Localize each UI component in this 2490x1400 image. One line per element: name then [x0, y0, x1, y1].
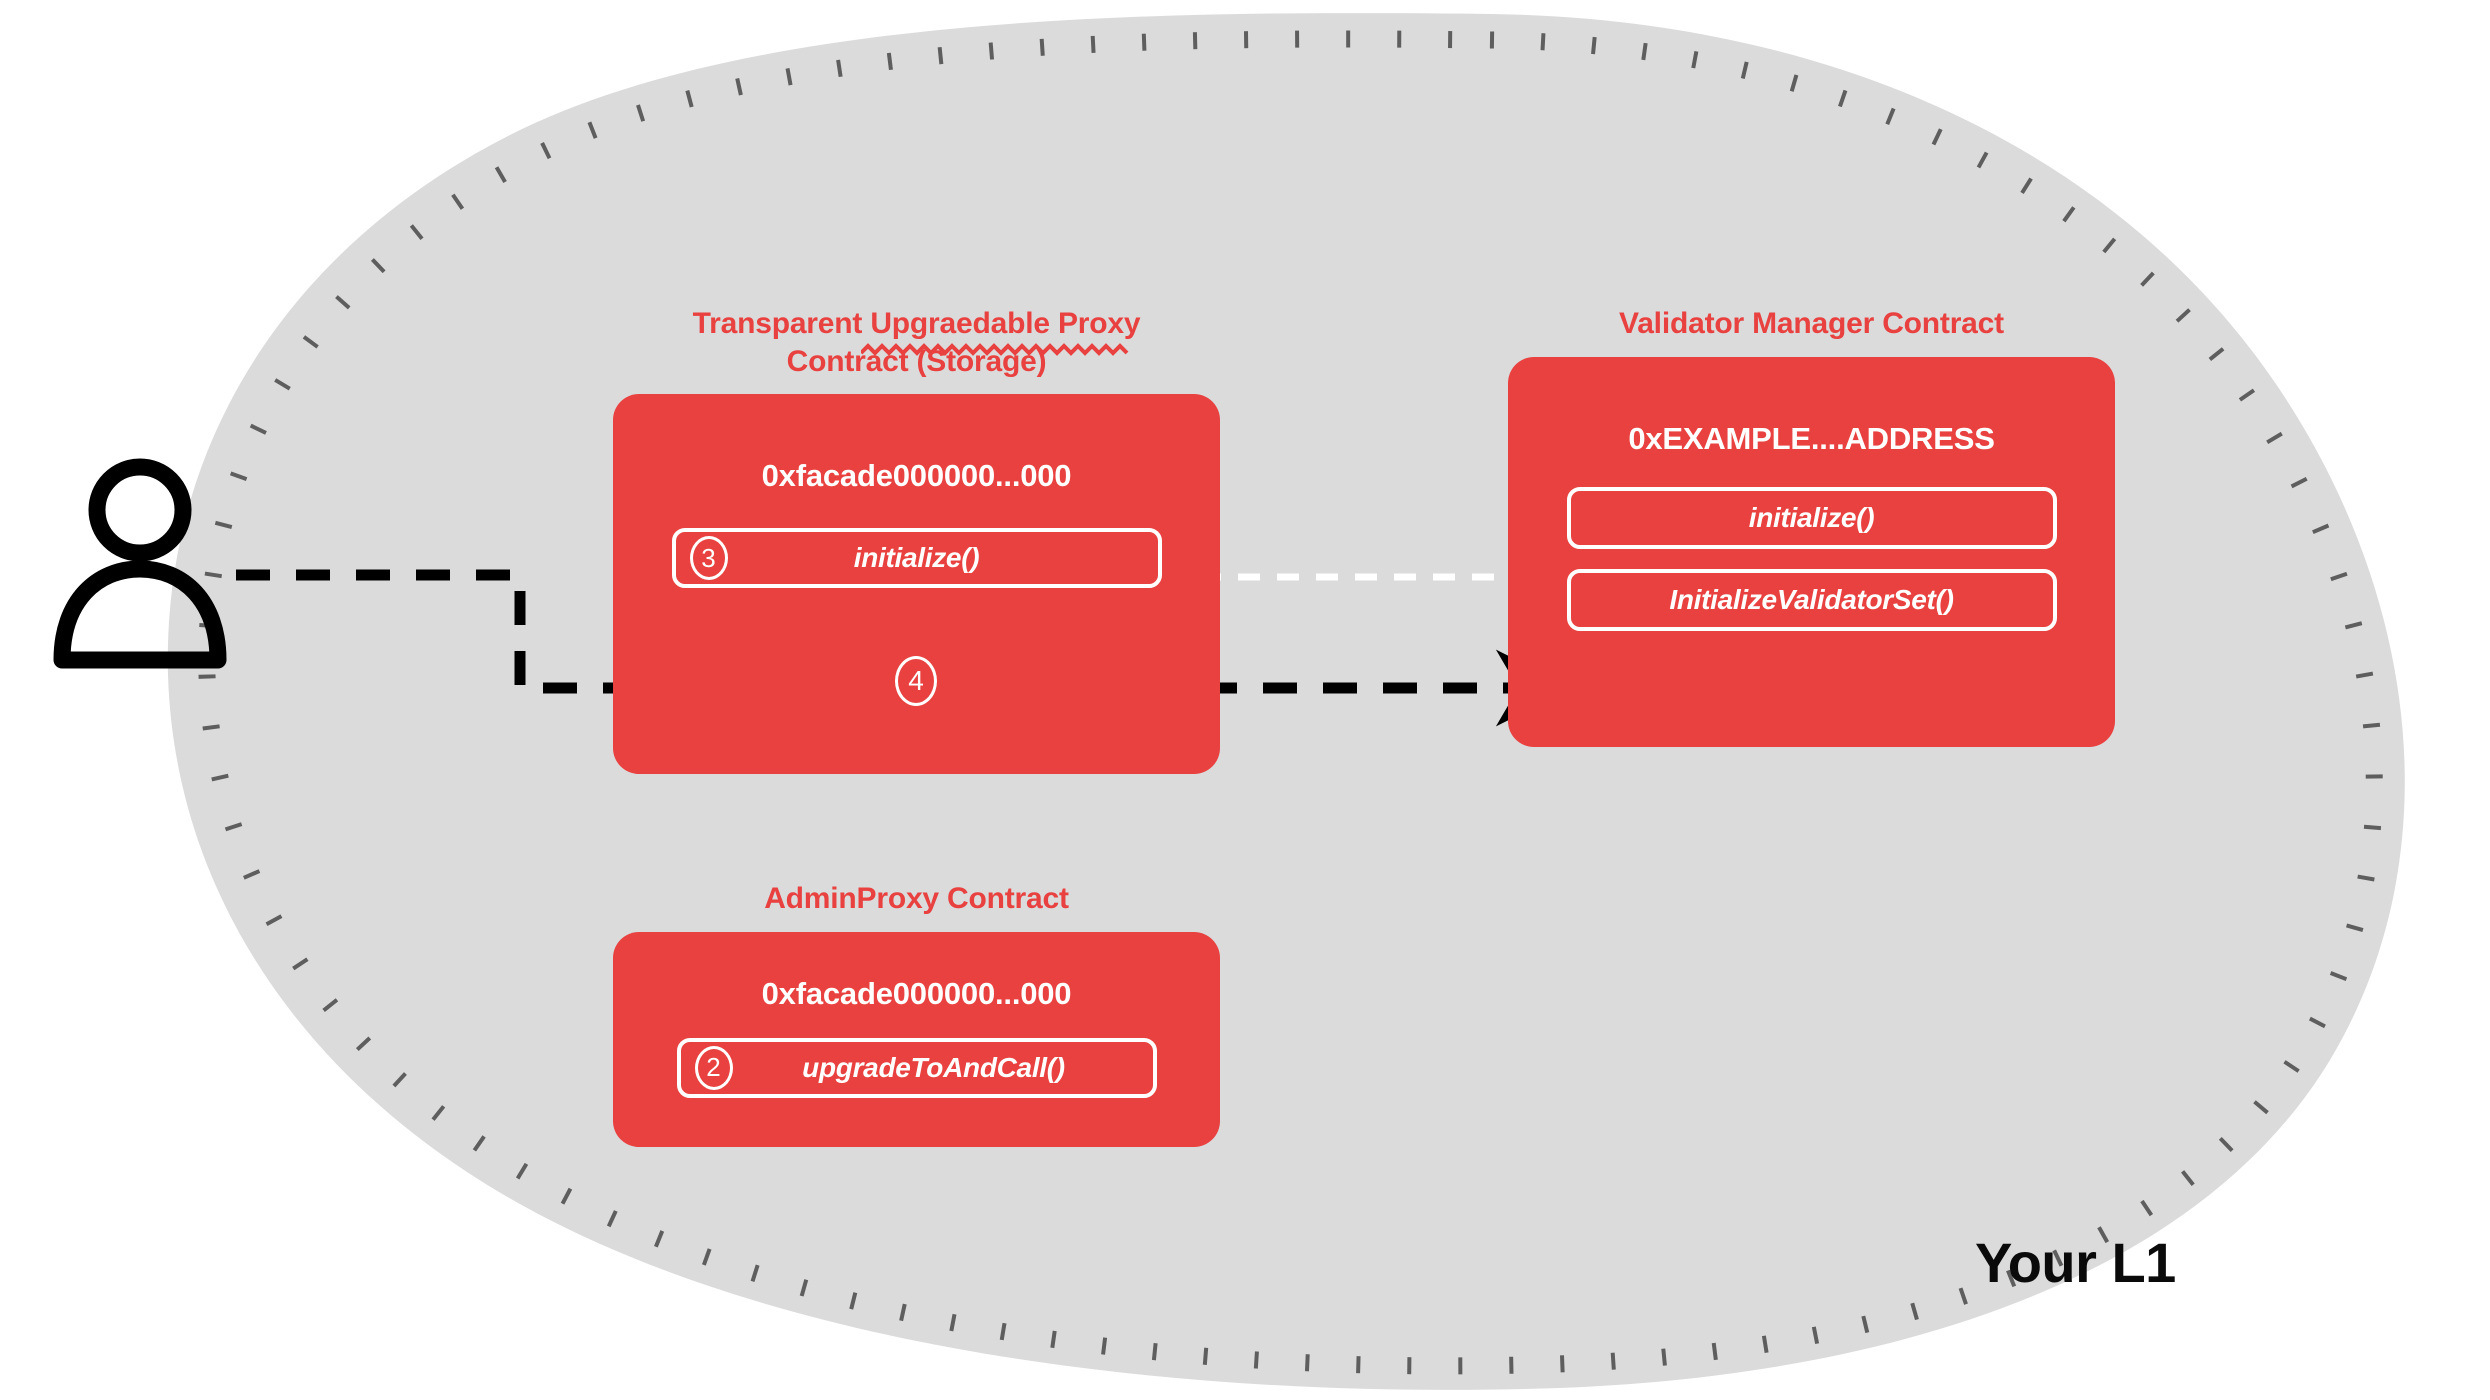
- contract-address-validator-manager: 0xEXAMPLE....ADDRESS: [1628, 420, 1995, 456]
- contract-box-admin-proxy[interactable]: 0xfacade000000...000 2 upgradeToAndCall(…: [613, 931, 1220, 1147]
- function-label-initialize: initialize(): [853, 542, 980, 573]
- contract-box-validator-manager[interactable]: 0xEXAMPLE....ADDRESS initialize() Initia…: [1508, 356, 2115, 747]
- function-label-initialize: initialize(): [1748, 501, 1875, 533]
- function-list-admin-proxy: 2 upgradeToAndCall(): [613, 1037, 1220, 1098]
- contract-group-admin-proxy: AdminProxy Contract 0xfacade000000...000…: [613, 880, 1220, 1147]
- contract-address-proxy: 0xfacade000000...000: [761, 458, 1072, 493]
- contract-title-validator-manager: Validator Manager Contract: [1619, 307, 2004, 340]
- spellcheck-squiggle-icon: [861, 343, 1129, 356]
- function-pill-initialize[interactable]: initialize(): [1566, 486, 2057, 549]
- step-badge-4: 4: [895, 656, 937, 706]
- contract-group-validator-manager: Validator Manager Contract 0xEXAMPLE....…: [1508, 305, 2115, 747]
- user-icon: [53, 458, 227, 669]
- function-pill-initialize[interactable]: 3 initialize(): [671, 528, 1162, 588]
- contract-title-admin-proxy: AdminProxy Contract: [764, 882, 1069, 915]
- function-pill-upgrade-to-and-call[interactable]: 2 upgradeToAndCall(): [676, 1037, 1157, 1098]
- step-badge-2: 2: [694, 1045, 733, 1090]
- contract-address-admin-proxy: 0xfacade000000...000: [761, 975, 1072, 1011]
- function-pill-initialize-validator-set[interactable]: InitializeValidatorSet(): [1566, 568, 2057, 631]
- function-label-initialize-validator-set: InitializeValidatorSet(): [1669, 583, 1954, 615]
- step-badge-3: 3: [689, 536, 728, 580]
- function-list-proxy: 3 initialize(): [613, 528, 1220, 588]
- function-list-validator-manager: initialize() InitializeValidatorSet(): [1508, 486, 2115, 631]
- function-label-upgrade-to-and-call: upgradeToAndCall(): [802, 1051, 1065, 1083]
- region-label-your-l1: Your L1: [1975, 1231, 2176, 1294]
- contract-group-proxy: Transparent Upgraedable Proxy Contract (…: [613, 305, 1220, 774]
- contract-box-proxy[interactable]: 0xfacade000000...000 3 initialize() 4: [613, 394, 1220, 774]
- contract-title-proxy: Transparent Upgraedable Proxy Contract (…: [692, 307, 1141, 378]
